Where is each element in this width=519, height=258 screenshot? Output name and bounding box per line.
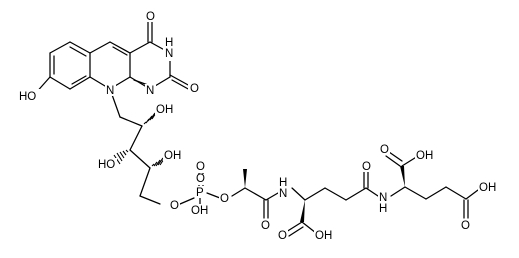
- atom-label-o-alanyl: O: [261, 220, 270, 232]
- wedge-bond-carboxyl: [400, 166, 405, 187]
- atom-label-n3: N: [165, 48, 173, 60]
- atom-label-phosphorus: P: [196, 187, 204, 199]
- atom-label-ho-ring: HO: [19, 91, 36, 103]
- bond: [265, 192, 279, 201]
- atom-label-oh-glu1: OH: [315, 230, 332, 242]
- atom-label-ho-c3: HO: [98, 159, 115, 171]
- atom-label-oh-phosphate: OH: [191, 205, 208, 217]
- atom-label-h-amide: H: [379, 203, 387, 215]
- bond: [301, 221, 317, 234]
- atom-label-o-phosphate-top: O: [196, 161, 205, 173]
- alanyl-bonds: [231, 169, 279, 219]
- ribityl-chain-bonds: [109, 88, 161, 205]
- bond: [324, 187, 347, 201]
- bond-double: [388, 151, 403, 162]
- atom-label-oh-glu2-side: OH: [479, 182, 496, 194]
- atom-label-o2: O: [190, 83, 199, 95]
- bond: [69, 41, 91, 54]
- bond: [365, 187, 379, 197]
- bond: [231, 187, 246, 197]
- bond-double: [385, 155, 401, 167]
- wedge-bond-methyl: [243, 169, 247, 188]
- bond: [139, 167, 151, 197]
- bond-double: [112, 46, 128, 56]
- bond: [129, 41, 151, 54]
- atom-label-o-glu1-carbonyl: O: [278, 230, 287, 242]
- atom-label-oh-c4: OH: [164, 150, 181, 162]
- bond: [89, 41, 111, 54]
- bond: [69, 76, 91, 90]
- atom-label-o-amide: O: [362, 161, 371, 173]
- bond-double: [285, 221, 303, 233]
- bond: [390, 186, 406, 197]
- bond-double: [288, 226, 304, 237]
- bond: [49, 41, 71, 54]
- bond: [304, 187, 326, 201]
- bond: [206, 192, 221, 199]
- atom-label-h3: H: [165, 37, 173, 49]
- bond: [465, 189, 479, 200]
- bond-double: [69, 46, 87, 57]
- atom-label-n-amide: N: [379, 192, 387, 204]
- atom-label-o-glu2-side: O: [461, 220, 470, 232]
- bond: [49, 76, 71, 90]
- bond: [404, 186, 427, 200]
- glutamate-1-bonds: [285, 169, 379, 237]
- bond: [445, 186, 467, 200]
- atom-label-n-alanyl: N: [279, 188, 287, 200]
- bond: [179, 197, 195, 205]
- bond: [291, 187, 306, 201]
- bond: [109, 41, 131, 54]
- atom-label-o-glu2-carbonyl: O: [380, 144, 389, 156]
- bond-double: [171, 79, 191, 91]
- bond: [345, 187, 367, 201]
- bond: [425, 186, 447, 200]
- bond: [119, 116, 143, 127]
- atom-label-o-phosphate-double: O: [196, 173, 205, 185]
- glutamate-2-bonds: [385, 151, 479, 219]
- bond: [129, 149, 151, 169]
- bond: [129, 125, 143, 151]
- atom-labels: HO N N O H N O OH HO OH O P O O OH O O: [18, 10, 496, 242]
- atom-label-o-ester: O: [220, 193, 229, 205]
- atom-label-oh-glu2: OH: [416, 150, 433, 162]
- atom-label-o5: O: [170, 200, 179, 212]
- hashed-wedge-c4: [151, 155, 167, 167]
- atom-label-n1: N: [146, 85, 154, 97]
- wedge-bond-carboxyl: [300, 200, 305, 222]
- atom-label-o4: O: [146, 11, 155, 23]
- atom-label-n10: N: [106, 85, 114, 97]
- bond-double: [71, 75, 87, 85]
- bond-double: [169, 74, 191, 87]
- atom-label-oh-c2: OH: [156, 104, 173, 116]
- atom-label-h-alanyl: H: [279, 177, 287, 189]
- bond: [139, 195, 161, 205]
- bond: [244, 187, 267, 201]
